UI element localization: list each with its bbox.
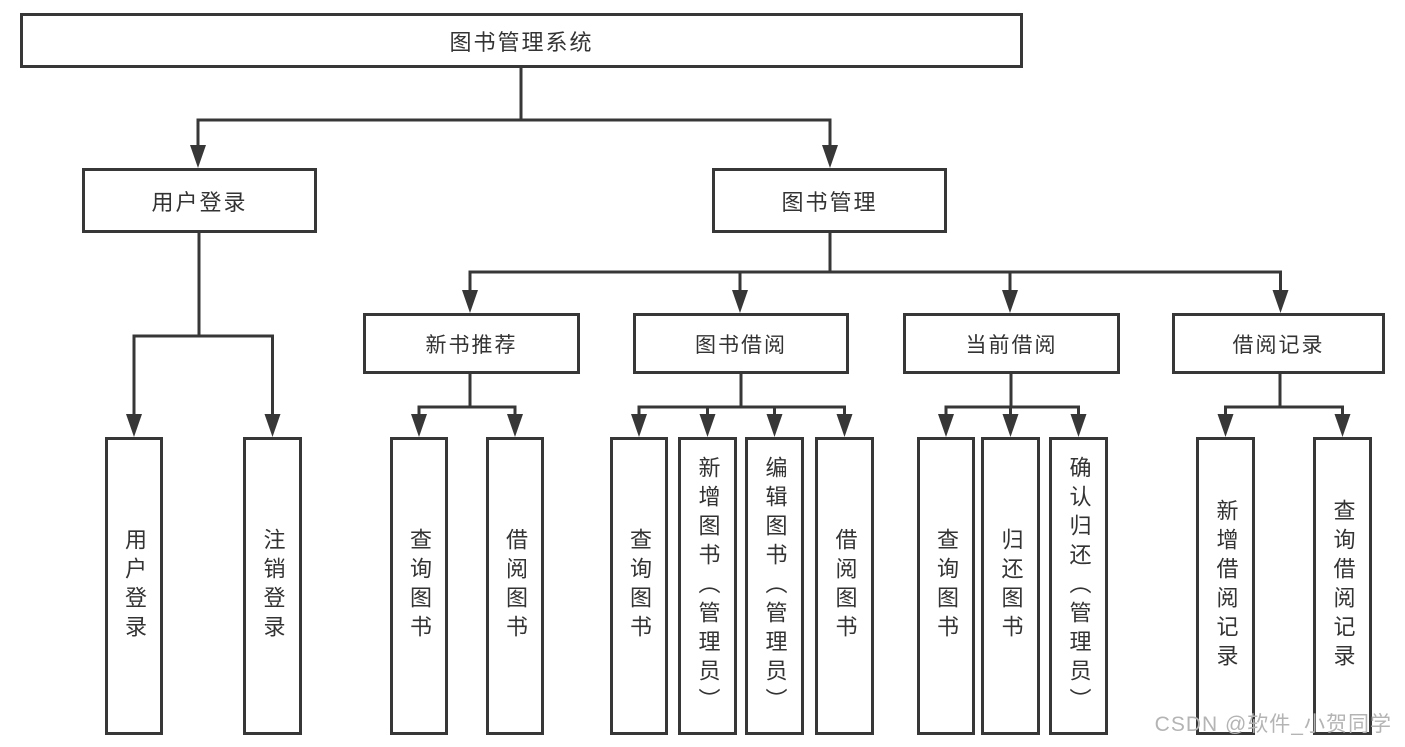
arrowhead-down [126,414,142,437]
arrowhead-down [190,145,206,168]
node-borrowing-records: 借阅记录 [1172,313,1385,374]
arrowhead-down [1334,414,1351,437]
leaf-query-books-current: 查询图书 [917,437,975,735]
leaf-user-login: 用户登录 [105,437,163,735]
arrowhead-down [1002,414,1019,437]
arrowhead-down [1070,414,1087,437]
arrowhead-down [822,145,838,168]
arrowhead-down [938,414,954,437]
node-book-management-branch: 图书管理 [712,168,947,233]
arrowhead-down [836,414,853,437]
node-library-management-system: 图书管理系统 [20,13,1023,68]
node-book-borrowing: 图书借阅 [633,313,849,374]
leaf-add-borrowing-record: 新增借阅记录 [1196,437,1255,735]
node-new-book-recommendation: 新书推荐 [363,313,580,374]
node-current-borrowing: 当前借阅 [903,313,1120,374]
leaf-query-books-borrowing: 查询图书 [610,437,668,735]
arrowhead-down [411,414,427,437]
leaf-borrow-books-recommendation: 借阅图书 [486,437,544,735]
leaf-edit-books-admin: 编辑图书（管理员） [745,437,804,735]
arrowhead-down [264,414,281,437]
arrowhead-down [732,290,748,313]
arrowhead-down [507,414,523,437]
leaf-query-books-recommendation: 查询图书 [390,437,448,735]
arrowhead-down [631,414,647,437]
arrowhead-down [699,414,716,437]
node-user-login-branch: 用户登录 [82,168,317,233]
arrowheads [126,145,1351,437]
leaf-logout: 注销登录 [243,437,302,735]
csdn-watermark: CSDN @软件_小贺同学 [1154,713,1392,736]
leaf-add-books-admin: 新增图书（管理员） [678,437,737,735]
leaf-query-borrowing-record: 查询借阅记录 [1313,437,1372,735]
leaf-return-books: 归还图书 [981,437,1040,735]
arrowhead-down [1217,414,1234,437]
arrowhead-down [462,290,478,313]
connector-paths [132,68,1344,417]
arrowhead-down [766,414,783,437]
leaf-confirm-return-admin: 确认归还（管理员） [1049,437,1108,735]
arrowhead-down [1272,290,1289,313]
arrowhead-down [1002,290,1018,313]
leaf-borrow-books: 借阅图书 [815,437,874,735]
